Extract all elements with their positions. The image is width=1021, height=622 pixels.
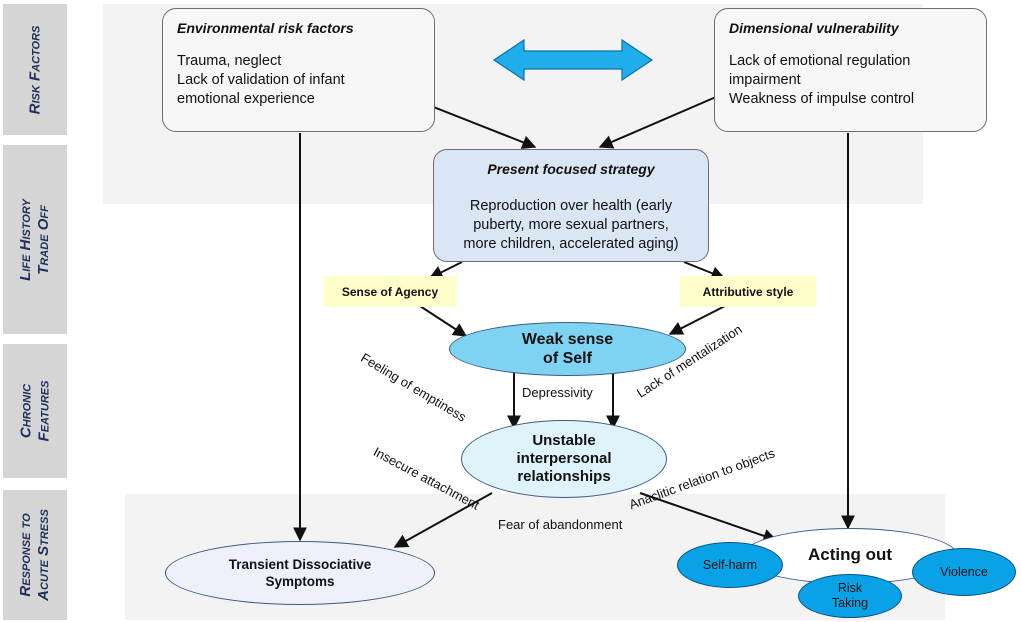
strategy-title: Present focused strategy [487,161,655,177]
sense-of-agency-label: Sense of Agency [323,276,457,307]
arrow-unstable-to-acting-out [639,492,778,543]
unstable-relationships-text: Unstable interpersonal relationships [516,432,612,485]
sidebar-acute-stress: Response to Acute Stress [3,490,67,620]
environmental-risk-line: Lack of validation of infant [177,72,345,88]
weak-sense-of-self-node: Weak sense of Self [449,322,686,376]
strategy-line: more children, accelerated aging) [463,236,679,252]
transient-dissociative-text: Transient Dissociative Symptoms [228,557,372,589]
arrow-agency-to-self [419,305,468,337]
risk-taking-text: Risk Taking [831,581,869,610]
violence-node: Violence [912,548,1016,596]
weak-sense-of-self-text: Weak sense of Self [521,331,614,367]
depressivity-label: Depressivity [522,385,593,400]
strategy-line: puberty, more sexual partners, [473,217,669,233]
arrow-attributive-to-self [668,305,726,335]
self-harm-text: Self-harm [702,558,758,572]
sidebar-chronic-features: Chronic Features [3,344,67,478]
transient-dissociative-node: Transient Dissociative Symptoms [165,541,435,605]
environmental-risk-line: Trauma, neglect [177,53,282,69]
arrow-strategy-to-agency [428,261,463,279]
self-harm-node: Self-harm [677,542,783,588]
double-arrow-icon [492,38,654,82]
environmental-risk-title: Environmental risk factors [177,20,354,36]
sidebar-risk-factors: Risk Factors [3,4,67,135]
acting-out-text: Acting out [807,545,893,564]
unstable-relationships-node: Unstable interpersonal relationships [461,420,667,498]
strategy-line: Reproduction over health (early [469,198,673,214]
arrow-strategy-to-attributive [683,261,726,280]
risk-taking-node: Risk Taking [798,574,902,618]
environmental-risk-line: emotional experience [177,91,315,107]
violence-text: Violence [940,565,988,579]
dimensional-vulnerability-line: Weakness of impulse control [729,91,915,107]
sidebar-life-history: Life History Trade Off [3,145,67,334]
dimensional-vulnerability-title: Dimensional vulnerability [729,20,899,36]
attributive-style-label: Attributive style [680,276,816,307]
dimensional-vulnerability-line: impairment [729,72,801,88]
present-focused-strategy-box: Present focused strategy Reproduction ov… [433,149,709,262]
fear-of-abandonment-label: Fear of abandonment [498,517,623,532]
dimensional-vulnerability-line: Lack of emotional regulation [729,53,911,69]
dimensional-vulnerability-box: Dimensional vulnerability Lack of emotio… [714,8,987,132]
environmental-risk-box: Environmental risk factors Trauma, negle… [162,8,435,132]
arrow-unstable-to-dissociative [393,492,493,548]
